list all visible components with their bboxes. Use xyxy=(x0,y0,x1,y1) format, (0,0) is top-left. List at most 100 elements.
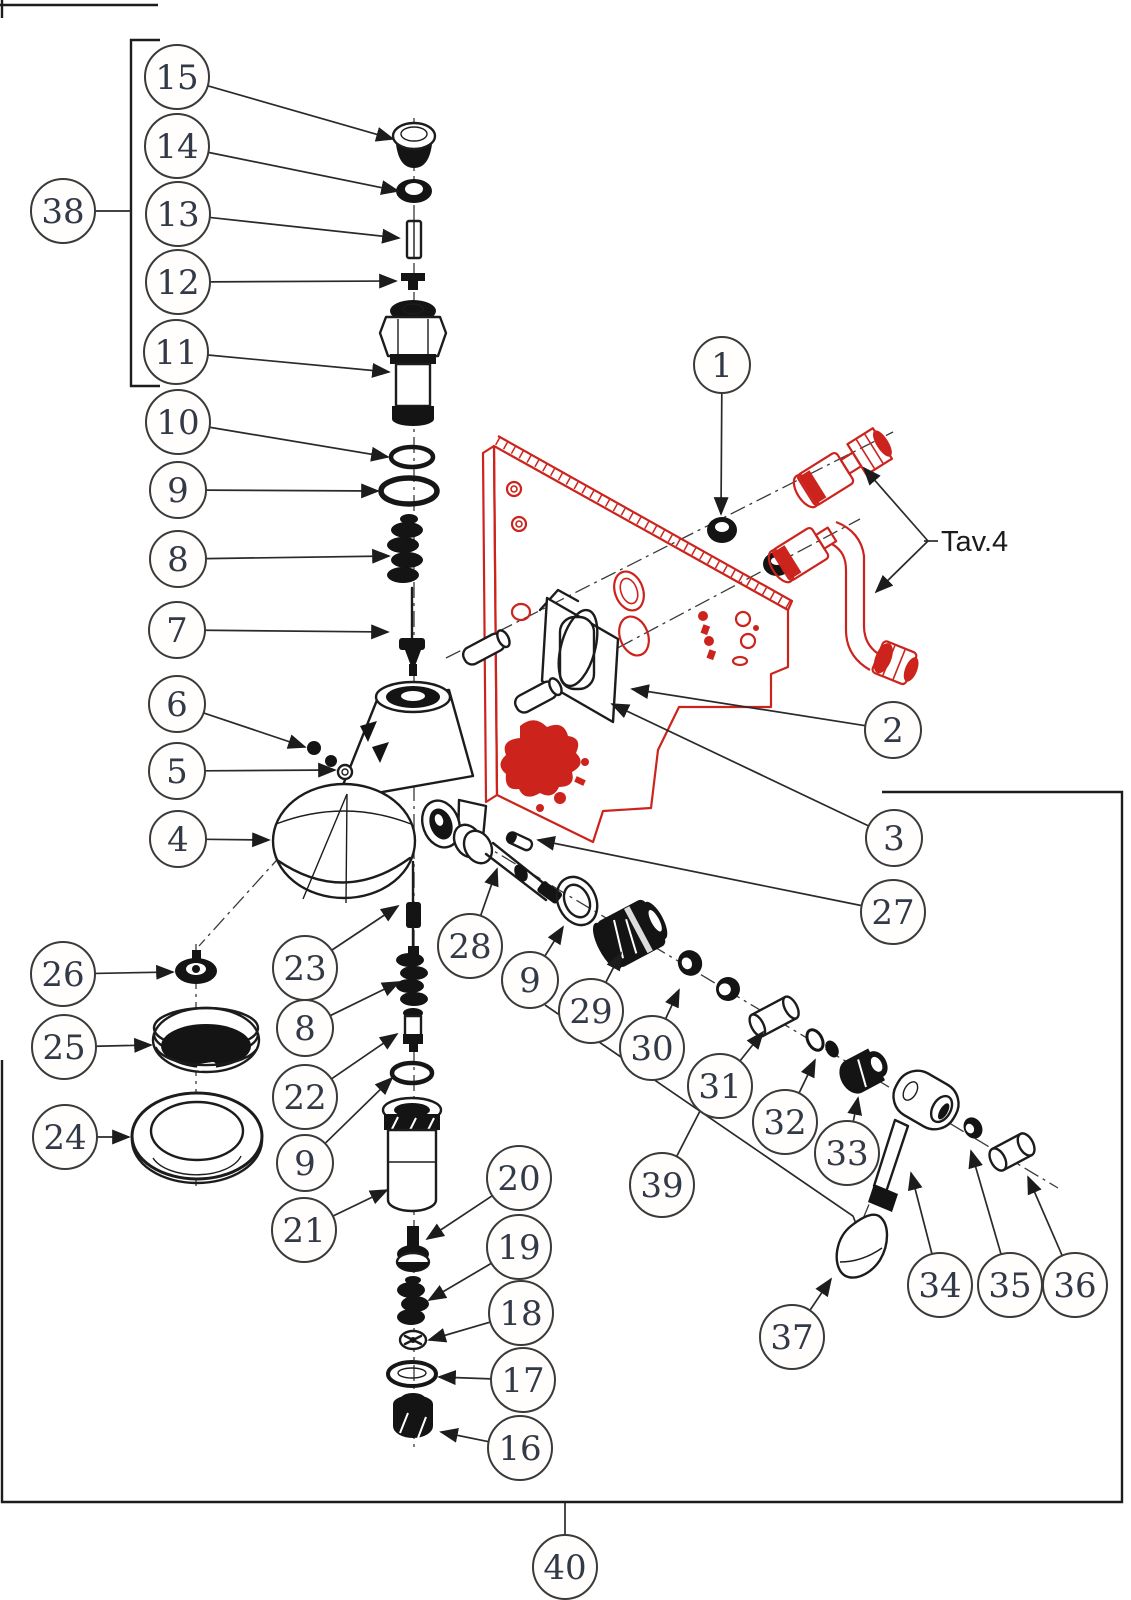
callout-number: 5 xyxy=(166,752,188,792)
callout-number: 16 xyxy=(498,1429,541,1469)
leader-31-29 xyxy=(739,1030,765,1062)
callout-number: 40 xyxy=(543,1548,586,1588)
tav4-arrow-lower xyxy=(874,540,929,594)
callout-9-23: 9 xyxy=(276,1134,334,1192)
callout-35-40: 35 xyxy=(977,1252,1043,1318)
leader-12-3 xyxy=(209,273,398,289)
callout-16-37: 16 xyxy=(487,1415,553,1481)
pin-13 xyxy=(405,219,423,260)
callout-number: 23 xyxy=(283,949,326,989)
leader-26-17 xyxy=(94,964,175,980)
callout-21-24: 21 xyxy=(271,1197,337,1263)
callout-number: 33 xyxy=(825,1134,868,1174)
callout-10-6: 10 xyxy=(145,389,211,455)
leader-16-37 xyxy=(439,1428,489,1443)
lever-assembly xyxy=(835,1069,1036,1279)
callout-9-26: 9 xyxy=(501,951,559,1009)
leader-27-16 xyxy=(536,836,862,907)
screw-6a xyxy=(307,741,321,755)
leader-34-39 xyxy=(907,1171,933,1255)
callout-17-36: 17 xyxy=(490,1347,556,1413)
nut-5 xyxy=(336,763,354,781)
callout-28-25: 28 xyxy=(437,913,503,979)
leader-21-24 xyxy=(332,1189,389,1217)
callout-4-12: 4 xyxy=(149,810,207,868)
callout-18-35: 18 xyxy=(488,1280,554,1346)
callout-number: 21 xyxy=(282,1211,325,1251)
warning-triangle-icon xyxy=(372,742,389,763)
cap-15 xyxy=(391,121,437,168)
callout-31-29: 31 xyxy=(687,1053,753,1119)
leader-20-33 xyxy=(425,1194,493,1241)
o-ring-17 xyxy=(386,1360,438,1388)
leader-9-23 xyxy=(324,1076,394,1145)
callout-number: 14 xyxy=(155,127,198,167)
callout-25-18: 25 xyxy=(31,1014,97,1080)
callout-8-21: 8 xyxy=(276,999,334,1057)
o-ring-10 xyxy=(388,444,436,470)
leader-28-25 xyxy=(479,867,499,917)
leader-37-38 xyxy=(809,1277,833,1311)
callout-number: 22 xyxy=(283,1078,326,1118)
nut-30b xyxy=(716,977,740,1001)
pipe-end-nut xyxy=(871,640,919,686)
leader-33-31 xyxy=(847,1096,863,1122)
callout-number: 37 xyxy=(770,1318,813,1358)
valve-stem-7 xyxy=(399,586,425,676)
washer-18 xyxy=(398,1329,428,1351)
lever-handle-37 xyxy=(835,1213,889,1279)
callout-11-5: 11 xyxy=(143,319,209,385)
callout-15-0: 15 xyxy=(144,44,210,110)
callout-14-1: 14 xyxy=(144,113,210,179)
callout-13-2: 13 xyxy=(145,181,211,247)
red-mounting-panel xyxy=(481,435,794,844)
leader-2-14 xyxy=(630,684,866,727)
shower-screen-25 xyxy=(151,1006,261,1074)
callout-number: 9 xyxy=(294,1144,316,1184)
leader-35-40 xyxy=(968,1149,1002,1255)
callout-number: 24 xyxy=(43,1118,86,1158)
leader-14-1 xyxy=(208,151,400,195)
flanged-nut-33 xyxy=(839,1048,888,1094)
tav4-arrow-upper xyxy=(862,466,929,542)
callout-number: 20 xyxy=(497,1159,540,1199)
screen-screw-26 xyxy=(175,950,217,984)
callout-26-17: 26 xyxy=(30,941,96,1007)
cap-nut-16 xyxy=(393,1393,433,1439)
callout-27-16: 27 xyxy=(860,879,926,945)
leader-7-9 xyxy=(204,624,390,640)
callout-number: 1 xyxy=(711,346,733,386)
left-parts-column xyxy=(130,950,264,1185)
o-ring-9-right xyxy=(555,875,599,927)
leader-19-34 xyxy=(427,1262,492,1301)
bleed-pin-27 xyxy=(505,831,534,852)
top-exploded-column xyxy=(378,121,448,676)
callout-6-10: 6 xyxy=(148,675,206,733)
nut-35 xyxy=(963,1117,983,1139)
leader-6-10 xyxy=(203,712,307,749)
panel-logo-scribble xyxy=(500,720,589,812)
callout-number: 30 xyxy=(630,1029,673,1069)
group-flange xyxy=(271,782,417,900)
callout-19-34: 19 xyxy=(486,1214,552,1280)
bracket-38 xyxy=(129,38,160,388)
lower-exploded-column xyxy=(381,860,443,1439)
leader-11-5 xyxy=(207,354,391,378)
leader-8-8 xyxy=(205,548,391,564)
callout-number: 9 xyxy=(519,961,541,1001)
spring-8-top xyxy=(387,514,423,583)
leader-9-26 xyxy=(544,925,564,957)
red-pipe-outer xyxy=(835,520,887,660)
gasket-plate-assembly xyxy=(461,517,791,724)
tav4-label: Tav.4 xyxy=(941,526,1008,558)
leader-10-6 xyxy=(209,426,390,462)
callout-38-4: 38 xyxy=(30,178,96,244)
leader-1-13 xyxy=(713,392,729,516)
o-ring-9-top xyxy=(378,475,440,507)
union-fitting-11 xyxy=(378,300,448,426)
callout-22-22: 22 xyxy=(272,1064,338,1130)
callout-32-30: 32 xyxy=(752,1089,818,1155)
leader-23-20 xyxy=(331,904,400,951)
lever-rod-band xyxy=(868,1184,898,1212)
spring-8-bottom xyxy=(396,953,428,1006)
